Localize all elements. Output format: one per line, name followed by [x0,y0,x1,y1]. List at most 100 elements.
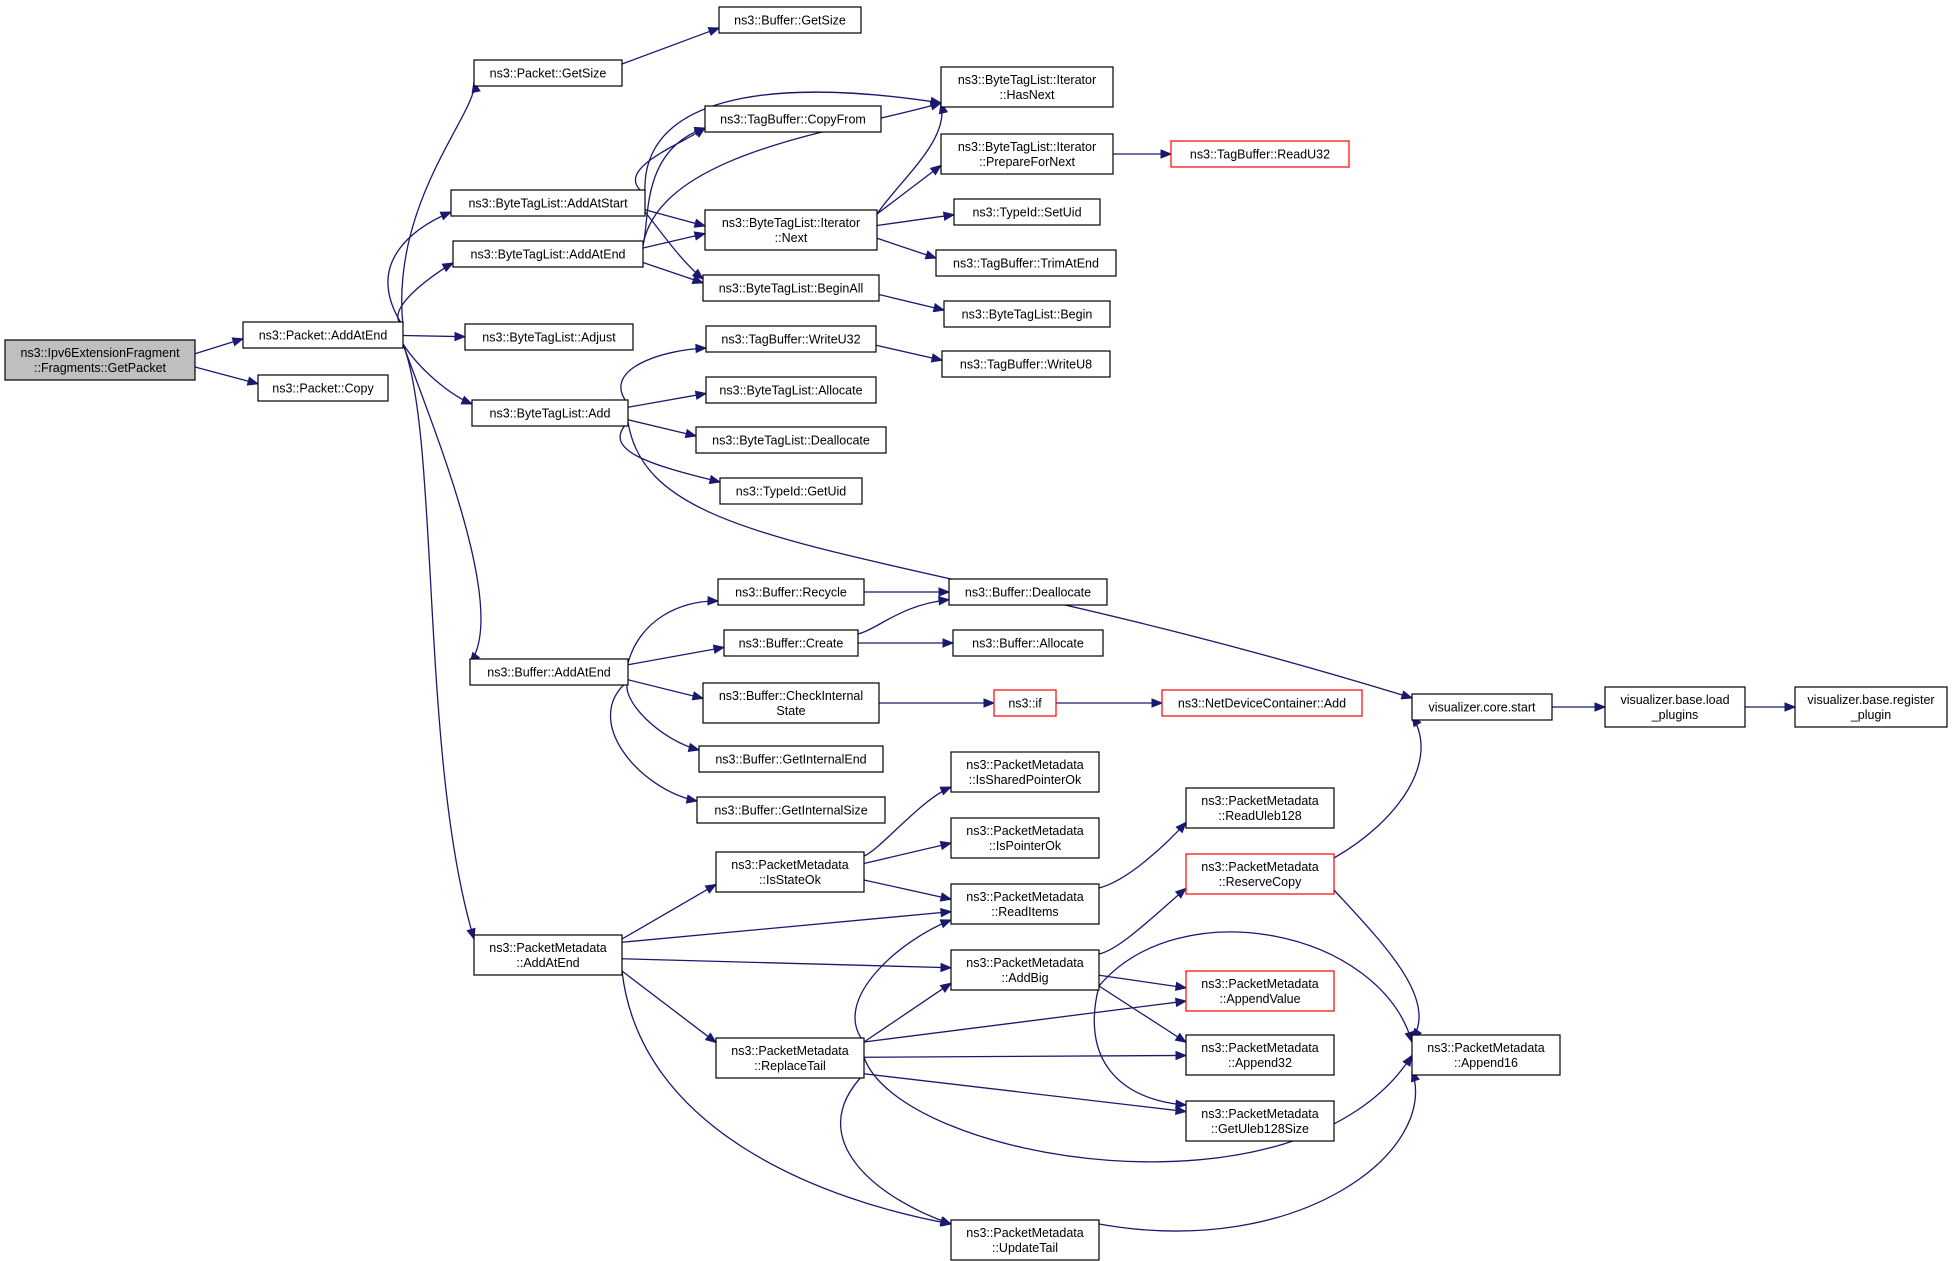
node-box [950,1219,1100,1261]
node-pm-isstateok[interactable]: ns3::PacketMetadata::IsStateOk [715,851,865,893]
call-edges [194,27,1797,1232]
arrowhead-icon [940,907,953,918]
node-buf-allocate[interactable]: ns3::Buffer::Allocate [952,629,1104,657]
node-buf-getinternalsize[interactable]: ns3::Buffer::GetInternalSize [696,796,886,824]
call-edge-pm_addbig-to-pm_append32 [1098,985,1187,1043]
node-box [717,578,865,606]
node-ndc-add[interactable]: ns3::NetDeviceContainer::Add [1161,689,1363,717]
node-pm-replacetail[interactable]: ns3::PacketMetadata::ReplaceTail [715,1037,865,1079]
node-it-hasnext[interactable]: ns3::ByteTagList::Iterator::HasNext [940,66,1114,108]
node-buf-getinternalend[interactable]: ns3::Buffer::GetInternalEnd [698,745,884,773]
node-label: ns3::ByteTagList::BeginAll [719,282,864,296]
node-box [952,629,1104,657]
node-label: ns3::PacketMetadata [1427,1041,1544,1055]
node-pm-appendvalue[interactable]: ns3::PacketMetadata::AppendValue [1185,970,1335,1012]
node-pm-updatetail[interactable]: ns3::PacketMetadata::UpdateTail [950,1219,1100,1261]
node-buf-recycle[interactable]: ns3::Buffer::Recycle [717,578,865,606]
arrowhead-icon [1784,702,1797,712]
node-pm-addatend[interactable]: ns3::PacketMetadata::AddAtEnd [473,934,623,976]
arrowhead-icon [939,840,953,851]
node-label: ::Append32 [1228,1056,1292,1070]
node-pm-addbig[interactable]: ns3::PacketMetadata::AddBig [950,949,1100,991]
node-buf-getsize[interactable]: ns3::Buffer::GetSize [718,6,862,34]
node-box [1185,1034,1335,1076]
call-edge-pm_addatend-to-pm_readitems [621,911,952,943]
node-btl-add[interactable]: ns3::ByteTagList::Add [471,399,629,427]
arrowhead-icon [1175,821,1187,834]
node-it-preparefornext[interactable]: ns3::ByteTagList::Iterator::PrepareForNe… [940,133,1114,175]
node-label: _plugin [1850,708,1891,722]
node-p-getsize[interactable]: ns3::Packet::GetSize [473,59,623,87]
call-edge-buf_addatend-to-buf_recycle [627,600,719,664]
arrowhead-icon [1175,1099,1188,1109]
node-pm-readitems[interactable]: ns3::PacketMetadata::ReadItems [950,883,1100,925]
node-vis-register[interactable]: visualizer.base.register_plugin [1794,686,1948,728]
node-pm-append32[interactable]: ns3::PacketMetadata::Append32 [1185,1034,1335,1076]
node-btl-beginall[interactable]: ns3::ByteTagList::BeginAll [702,274,880,302]
node-label: ns3::TagBuffer::WriteU8 [960,358,1092,372]
node-label: ns3::Buffer::AddAtEnd [487,666,611,680]
node-box [723,629,859,657]
arrowhead-icon [1400,690,1414,700]
node-btl-begin[interactable]: ns3::ByteTagList::Begin [943,300,1111,328]
node-box [702,274,880,302]
arrowhead-icon [932,303,946,313]
node-buf-addatend[interactable]: ns3::Buffer::AddAtEnd [469,658,629,686]
node-vis-start[interactable]: visualizer.core.start [1411,693,1553,721]
node-label: ::AddAtEnd [516,956,579,970]
node-pm-readuleb128[interactable]: ns3::PacketMetadata::ReadUleb128 [1185,787,1335,829]
node-box [715,851,865,893]
node-btl-addatstart[interactable]: ns3::ByteTagList::AddAtStart [450,189,646,217]
node-label: ::UpdateTail [992,1241,1058,1255]
node-label: ::GetUleb128Size [1211,1122,1309,1136]
call-edge-it_next-to-tid_setuid [876,214,955,227]
node-buf-deallocate[interactable]: ns3::Buffer::Deallocate [948,578,1108,606]
node-box [950,817,1100,859]
node-btl-adjust[interactable]: ns3::ByteTagList::Adjust [464,323,634,351]
node-p-addatend[interactable]: ns3::Packet::AddAtEnd [242,321,404,349]
node-box [473,59,623,87]
node-tid-getuid[interactable]: ns3::TypeId::GetUid [719,477,863,505]
node-tid-setuid[interactable]: ns3::TypeId::SetUid [953,198,1101,226]
node-root[interactable]: ns3::Ipv6ExtensionFragment::Fragments::G… [4,339,196,381]
node-pm-append16[interactable]: ns3::PacketMetadata::Append16 [1411,1034,1561,1076]
arrowhead-icon [1594,702,1607,712]
node-label: State [776,704,805,718]
node-pm-reservecopy[interactable]: ns3::PacketMetadata::ReserveCopy [1185,853,1335,895]
node-btl-allocate[interactable]: ns3::ByteTagList::Allocate [705,376,877,404]
node-tb-writeu32[interactable]: ns3::TagBuffer::WriteU32 [705,325,877,353]
node-pm-ispointerok[interactable]: ns3::PacketMetadata::IsPointerOk [950,817,1100,859]
node-vis-load[interactable]: visualizer.base.load_plugins [1604,686,1746,728]
node-box [1604,686,1746,728]
arrowhead-icon [231,337,245,347]
node-btl-addatend[interactable]: ns3::ByteTagList::AddAtEnd [452,240,644,268]
arrowhead-icon [707,27,721,37]
node-p-copy[interactable]: ns3::Packet::Copy [257,374,389,402]
node-tb-writeu8[interactable]: ns3::TagBuffer::WriteU8 [941,350,1111,378]
node-tb-readu32[interactable]: ns3::TagBuffer::ReadU32 [1170,140,1350,168]
node-box [1185,787,1335,829]
node-tb-trimatend[interactable]: ns3::TagBuffer::TrimAtEnd [935,249,1117,277]
node-box [469,658,629,686]
call-edge-pm_addbig-to-pm_reservecopy [1098,887,1187,955]
arrowhead-icon [441,262,455,273]
node-ns3-if[interactable]: ns3::if [993,689,1057,717]
node-label: ns3::TypeId::GetUid [736,485,847,499]
node-label: ns3::PacketMetadata [966,1226,1083,1240]
node-label: ns3::TagBuffer::CopyFrom [720,113,866,127]
node-tb-copyfrom[interactable]: ns3::TagBuffer::CopyFrom [704,105,882,133]
node-it-next[interactable]: ns3::ByteTagList::Iterator::Next [704,209,878,251]
node-btl-deallocate[interactable]: ns3::ByteTagList::Deallocate [695,426,887,454]
node-label: ::IsStateOk [759,873,822,887]
node-box [702,682,880,724]
node-pm-getuleb128size[interactable]: ns3::PacketMetadata::GetUleb128Size [1185,1100,1335,1142]
node-pm-issharedpointerok[interactable]: ns3::PacketMetadata::IsSharedPointerOk [950,751,1100,793]
node-box [705,325,877,353]
node-label: ns3::PacketMetadata [966,758,1083,772]
call-edge-pm_addatend-to-pm_replacetail [621,970,717,1044]
node-label: ns3::Packet::AddAtEnd [259,329,388,343]
arrowhead-icon [929,164,943,176]
call-edge-p_addatend-to-btl_addatstart [387,211,452,327]
node-buf-create[interactable]: ns3::Buffer::Create [723,629,859,657]
